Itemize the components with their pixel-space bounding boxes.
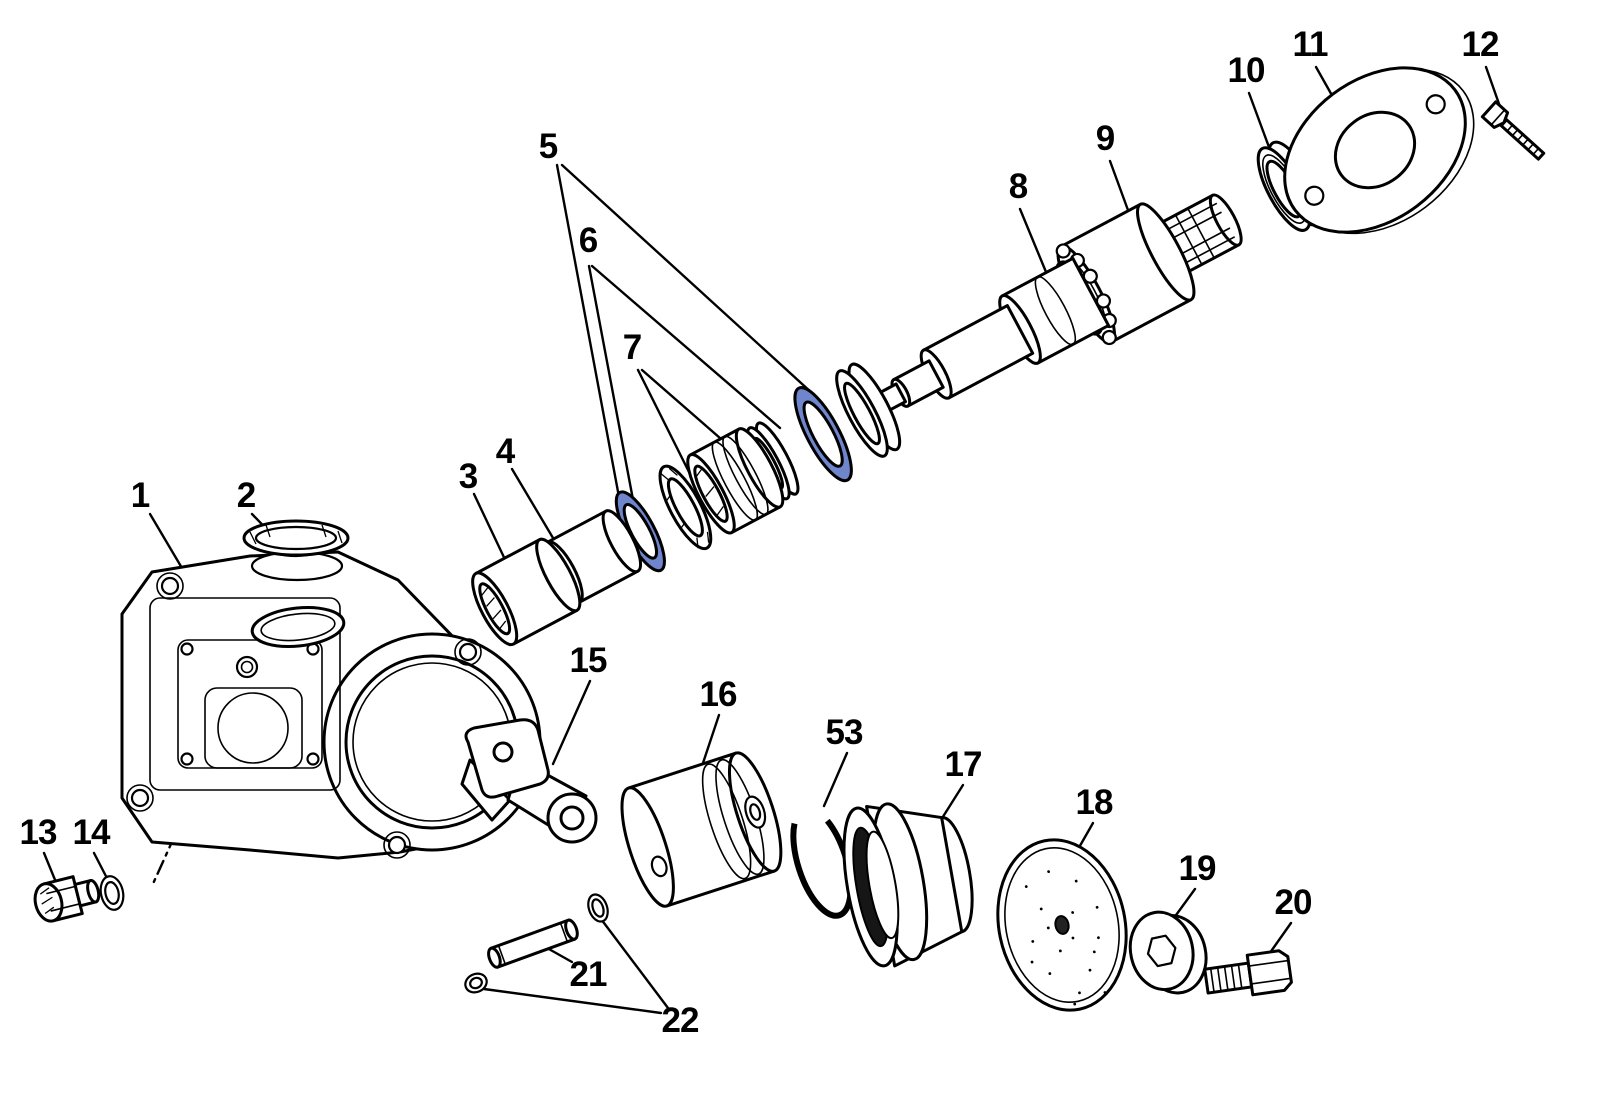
part-label-19: 19 — [1178, 849, 1217, 888]
leader-line-15 — [551, 679, 592, 766]
leader-line-22a — [599, 917, 670, 1010]
leader-line-16 — [699, 713, 721, 771]
part-label-6: 6 — [578, 221, 598, 260]
part-label-5: 5 — [538, 127, 558, 166]
part-2-filler-cap — [242, 519, 350, 557]
part-22-ring-a — [587, 893, 609, 923]
leader-line-6b — [587, 264, 636, 507]
part-label-53: 53 — [825, 713, 864, 752]
part-label-11: 11 — [1292, 25, 1329, 64]
part-label-8: 8 — [1008, 167, 1028, 206]
part-label-10: 10 — [1227, 51, 1266, 90]
part-label-18: 18 — [1075, 783, 1114, 822]
part-20-hex-bolt — [1203, 949, 1293, 997]
leader-line-5b — [555, 163, 621, 499]
part-label-20: 20 — [1274, 883, 1313, 922]
part-label-14: 14 — [72, 813, 111, 852]
part-11-flange-gasket — [1283, 66, 1475, 235]
part-label-15: 15 — [569, 641, 608, 680]
part-6-seal-ring-highlighted-b — [793, 386, 853, 483]
part-12-screw — [1480, 100, 1546, 161]
part-label-22: 22 — [661, 1001, 700, 1040]
part-label-7: 7 — [622, 328, 642, 367]
piston-face-hole — [650, 855, 668, 878]
part-label-9: 9 — [1095, 119, 1115, 158]
part-18-diaphragm — [996, 838, 1128, 1012]
leader-line-53 — [822, 751, 849, 808]
part-5-backup-ring — [835, 362, 902, 458]
part-13-plug — [33, 875, 101, 923]
part-7-packing-sleeve — [686, 427, 785, 535]
part-label-17: 17 — [944, 745, 983, 784]
part-label-13: 13 — [19, 813, 58, 852]
top-port-opening — [250, 606, 346, 648]
part-15-connecting-rod — [460, 718, 598, 844]
part-label-16: 16 — [699, 675, 738, 714]
part-label-1: 1 — [130, 476, 150, 515]
part-label-2: 2 — [236, 476, 256, 515]
part-label-4: 4 — [495, 432, 515, 471]
part-17-piston-cup — [842, 802, 974, 968]
drain-hole — [235, 655, 259, 679]
leader-line-4 — [510, 467, 558, 545]
leader-line-22b — [482, 987, 663, 1015]
part-14-washer — [99, 875, 125, 911]
leader-line-8 — [1018, 207, 1048, 274]
part-label-21: 21 — [569, 955, 608, 994]
part-label-12: 12 — [1461, 25, 1500, 64]
part-3-sleeve — [471, 537, 582, 647]
part-22-ring-b — [464, 972, 488, 994]
part-8-shaft — [873, 256, 1111, 414]
leader-line-5a — [560, 163, 814, 395]
leader-line-7a — [636, 368, 692, 476]
part-19-retaining-disc — [1128, 910, 1208, 995]
part-21-pin — [487, 918, 579, 969]
axis-assembly — [471, 140, 1322, 647]
part-label-3: 3 — [458, 457, 478, 496]
leader-line-6a — [590, 264, 782, 430]
part-7-knurled-ring — [658, 464, 713, 551]
part-16-piston — [620, 751, 783, 908]
diaphragm-texture — [1024, 870, 1107, 1006]
